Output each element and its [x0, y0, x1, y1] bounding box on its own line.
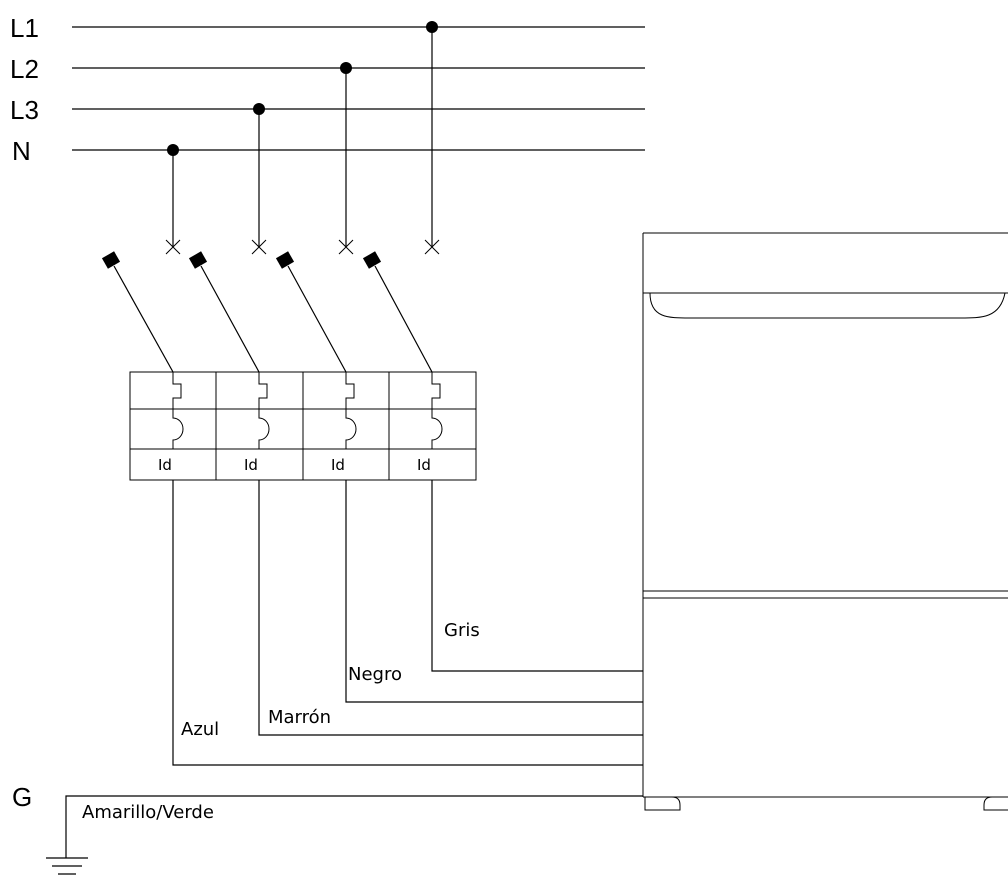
bus-label-l3: L3: [10, 95, 39, 125]
output-wire-marron: [258, 480, 643, 736]
ground-label-g: G: [12, 782, 32, 812]
output-wire-gris: [431, 480, 643, 672]
bus-label-l2: L2: [10, 54, 39, 84]
bus-label-n: N: [12, 136, 31, 166]
contact-x-mark-1: [165, 239, 181, 255]
appliance-foot-left: [644, 796, 681, 811]
wire-label-marron: Marrón: [268, 707, 331, 728]
breaker-id-label-3: Id: [331, 456, 345, 474]
ground-wire-label: Amarillo/Verde: [82, 802, 214, 823]
bus-bars: L1 L2 L3 N: [10, 13, 645, 166]
appliance-dishwasher: [642, 232, 1008, 811]
switch-arm-2: [200, 265, 260, 373]
breaker-id-label-4: Id: [417, 456, 431, 474]
breaker-id-label-2: Id: [244, 456, 258, 474]
switch-arm-4: [374, 265, 433, 373]
wire-label-negro: Negro: [348, 664, 402, 685]
wire-label-azul: Azul: [181, 719, 219, 740]
switch-knob-1: [101, 251, 121, 269]
ground-connection: G Amarillo/Verde: [12, 782, 643, 875]
breaker-pole-symbol-1: [172, 372, 184, 449]
breaker-pole-symbol-4: [431, 372, 443, 449]
switch-knob-4: [362, 251, 382, 269]
appliance-foot-right: [983, 796, 1008, 811]
contact-x-mark-4: [424, 239, 440, 255]
switch-arms: [101, 251, 433, 373]
door-handle: [649, 292, 1006, 319]
contact-x-mark-3: [338, 239, 354, 255]
differential-breaker: Id Id Id Id: [129, 371, 477, 481]
breaker-id-label-1: Id: [158, 456, 172, 474]
breaker-pole-symbol-3: [345, 372, 357, 449]
breaker-pole-symbol-2: [258, 372, 270, 449]
switch-arm-3: [287, 265, 347, 373]
switch-knob-2: [188, 251, 208, 269]
switch-arm-1: [113, 265, 174, 373]
bus-label-l1: L1: [10, 13, 39, 43]
wire-label-gris: Gris: [444, 620, 480, 641]
switch-knob-3: [275, 251, 295, 269]
contact-x-mark-2: [251, 239, 267, 255]
output-wire-azul: [172, 480, 643, 766]
output-wire-negro: [345, 480, 643, 703]
bus-taps: [165, 21, 440, 255]
output-wires: Azul Marrón Negro Gris: [172, 480, 643, 766]
ground-wire: [65, 795, 643, 858]
